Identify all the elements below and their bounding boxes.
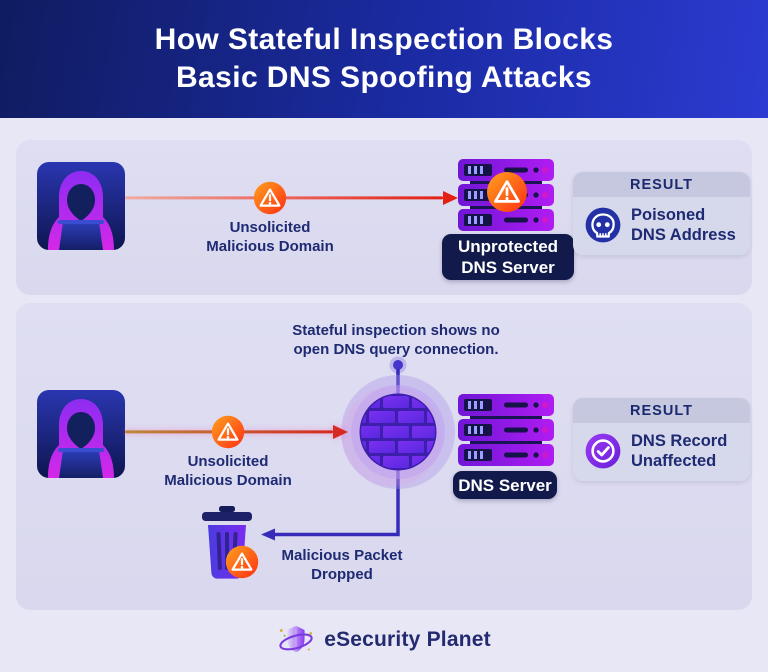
panel-stateful-scenario: Stateful inspection shows no open DNS qu… (16, 303, 752, 610)
attack-label: Unsolicited Malicious Domain (164, 453, 292, 489)
warning-icon (486, 171, 528, 213)
skull-icon (585, 207, 621, 243)
result-outcome: DNS Record Unaffected (631, 432, 728, 470)
result-card-title: RESULT (573, 398, 750, 423)
server-name-badge: DNS Server (453, 471, 557, 499)
hacker-icon (37, 390, 125, 478)
attack-label: Unsolicited Malicious Domain (206, 219, 334, 255)
footer-brand: eSecurity Planet (0, 618, 768, 662)
attack-arrow (125, 191, 458, 205)
brand-name: eSecurity Planet (324, 628, 491, 651)
server-name-badge: Unprotected DNS Server (442, 234, 574, 280)
page-title-line1: How Stateful Inspection Blocks (154, 23, 614, 56)
check-circle-icon (585, 433, 621, 469)
warning-icon (211, 415, 245, 449)
inspection-note: Stateful inspection shows no open DNS qu… (292, 322, 500, 358)
result-outcome: Poisoned DNS Address (631, 206, 736, 244)
firewall-icon (338, 372, 458, 492)
server-icon (458, 394, 554, 466)
result-card: RESULT Poisoned DNS Address (573, 172, 750, 255)
warning-icon (253, 181, 287, 215)
brand-logo-icon (277, 621, 315, 659)
page-title-line2: Basic DNS Spoofing Attacks (175, 61, 593, 94)
panel-unprotected-scenario: Unsolicited Malicious Domain Unprotected… (16, 140, 752, 295)
result-card: RESULT DNS Record Unaffected (573, 398, 750, 481)
hacker-icon (37, 162, 125, 250)
result-card-title: RESULT (573, 172, 750, 197)
dropped-packet-label: Malicious Packet Dropped (281, 547, 403, 583)
header-banner: How Stateful Inspection Blocks Basic DNS… (0, 0, 768, 118)
